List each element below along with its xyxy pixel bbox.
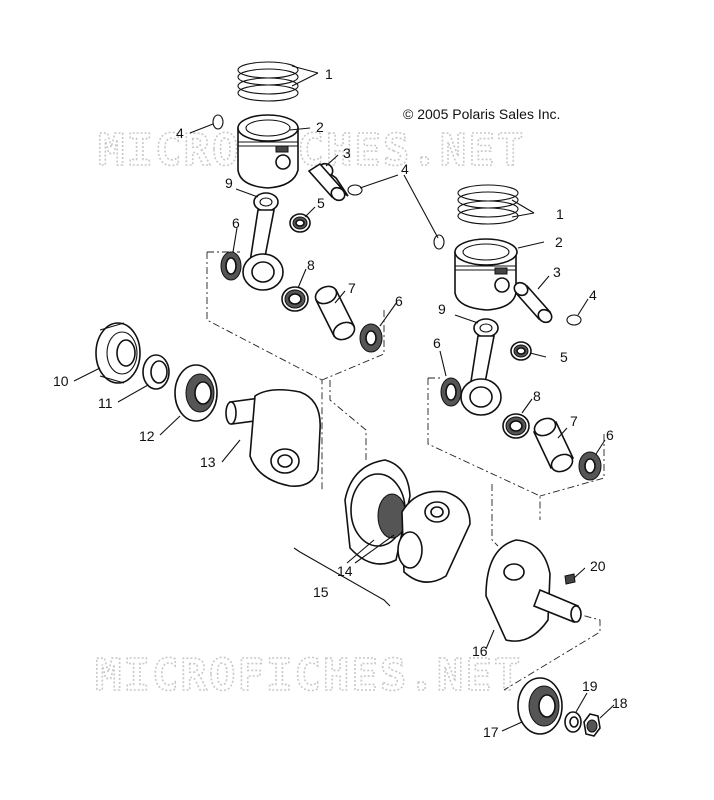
copyright-text: © 2005 Polaris Sales Inc.: [403, 106, 560, 122]
crank-half-right: [485, 539, 582, 642]
piston-rings-left: [237, 61, 299, 102]
spacer-ring-left: [142, 354, 170, 390]
callout-18: 18: [612, 695, 628, 711]
watermark-bottom: MICROFICHES.NET: [95, 650, 522, 701]
washer-19: [564, 711, 582, 733]
bracket-15: [293, 547, 391, 607]
callout-6-right-a: 6: [433, 335, 441, 351]
leader-lines: [73, 65, 615, 732]
callout-4-center: 4: [401, 161, 409, 177]
piston-left: [237, 114, 299, 189]
callout-4-left-a: 4: [176, 125, 184, 141]
callout-2-right: 2: [555, 234, 563, 250]
callout-17: 17: [483, 724, 499, 740]
main-bearing-right: [517, 677, 563, 735]
needle-bearing-large-right: [502, 413, 530, 439]
callout-1-left: 1: [325, 66, 333, 82]
callout-8-right: 8: [533, 388, 541, 404]
needle-bearing-small-right: [510, 341, 532, 361]
piston-pin-left: [307, 162, 349, 202]
circlip-left-1: [212, 114, 224, 130]
callout-10: 10: [53, 373, 69, 389]
main-bearing-left: [95, 322, 141, 384]
circlip-right-2: [566, 314, 582, 326]
crank-half-left: [225, 388, 321, 487]
callout-5-left: 5: [317, 195, 325, 211]
connecting-rod-right: [460, 318, 502, 416]
thrust-washer-right-1: [440, 377, 462, 407]
piston-pin-right: [513, 281, 553, 324]
callout-1-right: 1: [556, 206, 564, 222]
callout-11: 11: [98, 395, 113, 411]
thrust-washer-left-1: [220, 251, 242, 281]
assembly-lines-left: [206, 251, 385, 490]
crank-pin-right: [532, 417, 575, 473]
callout-9-right: 9: [438, 301, 446, 317]
callout-6-right-b: 6: [606, 427, 614, 443]
circlip-right-1: [433, 234, 445, 250]
needle-bearing-large-left: [281, 286, 309, 312]
main-bearing-left-2: [174, 364, 218, 422]
callout-2-left: 2: [316, 119, 324, 135]
callout-3-right: 3: [553, 264, 561, 280]
crank-pin-left: [314, 285, 356, 341]
callout-labels: 1 2 4 3 4 9 5 6 8 7 6 1 2 3 4 9 5 6 8 7 …: [53, 66, 628, 740]
callout-3-left: 3: [343, 145, 351, 161]
connecting-rod-left: [242, 192, 284, 291]
thrust-washer-right-2: [578, 451, 602, 481]
callout-7-left: 7: [348, 280, 356, 296]
needle-bearing-small-left: [289, 213, 311, 233]
callout-4-right: 4: [589, 287, 597, 303]
piston-rings-right: [457, 184, 519, 225]
callout-6-left-b: 6: [395, 293, 403, 309]
thrust-washer-left-2: [359, 323, 383, 353]
callout-15: 15: [313, 584, 329, 600]
callout-14: 14: [337, 563, 353, 579]
callout-12: 12: [139, 428, 155, 444]
callout-6-left-a: 6: [232, 215, 240, 231]
callout-19: 19: [582, 678, 598, 694]
circlip-left-2: [347, 184, 363, 196]
callout-20: 20: [590, 558, 606, 574]
watermark-top: MICROFICHES.NET: [98, 125, 525, 176]
callout-5-right: 5: [560, 349, 568, 365]
woodruff-key-20: [564, 573, 576, 585]
callout-8-left: 8: [307, 257, 315, 273]
assembly-lines-right: [427, 377, 605, 691]
piston-right: [454, 238, 518, 311]
callout-9-left: 9: [225, 175, 233, 191]
callout-13: 13: [200, 454, 216, 470]
crank-center-assembly: [344, 459, 471, 583]
callout-16: 16: [472, 643, 488, 659]
callout-7-right: 7: [570, 413, 578, 429]
nut-18: [583, 713, 601, 737]
